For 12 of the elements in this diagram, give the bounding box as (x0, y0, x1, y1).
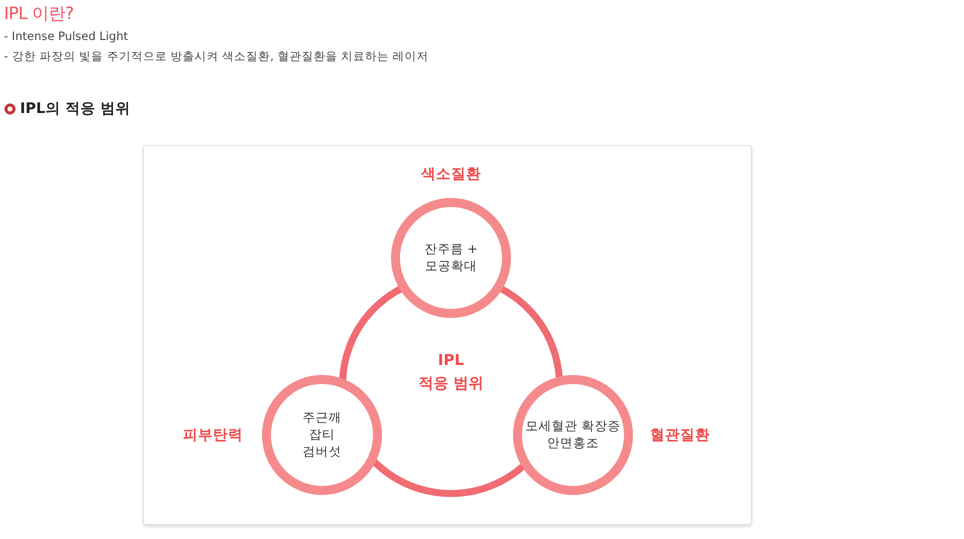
description-line: - Intense Pulsed Light (4, 29, 128, 43)
page-title: IPL 이란? (4, 3, 74, 25)
description-line: - 강한 파장의 빛을 주기적으로 방출시켜 색소질환, 혈관질환을 치료하는 레이저 (4, 49, 429, 64)
section-heading: IPL의 적응 범위 (20, 100, 130, 118)
center-label: IPL (438, 349, 464, 370)
category-label: 색소질환 (421, 166, 481, 184)
category-label: 피부탄력 (183, 426, 243, 444)
condition-list: 모세혈관 확장증 안면홍조 (523, 418, 623, 452)
center-label: 적응 범위 (418, 372, 484, 393)
condition-list: 잔주름 + 모공확대 (421, 241, 481, 275)
condition-list: 주근깨 잡티 검버섯 (301, 410, 343, 460)
category-label: 혈관질환 (650, 426, 710, 444)
